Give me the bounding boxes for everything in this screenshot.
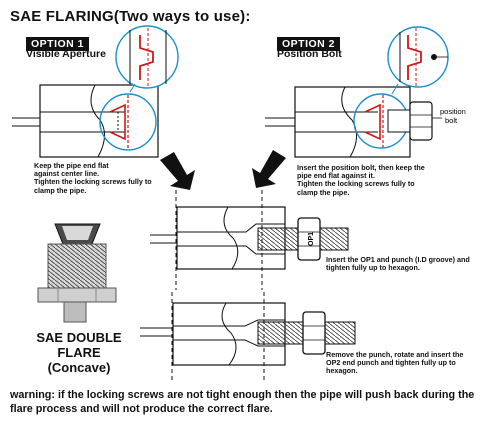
op1-punch-marking: OP1 [308,232,315,246]
flare-title: SAE DOUBLE FLARE [36,330,122,360]
op2-instructions: Remove the punch, rotate and insert the … [326,350,494,376]
option2-instruction-line: Insert the position bolt, then keep the [297,163,425,172]
option1-header: OPTION 1 [26,34,90,52]
position-bolt-label-line2: bolt [445,116,458,125]
option1-instruction-line: clamp the pipe. [34,185,87,195]
op1-punch [257,217,349,261]
option1-badge: OPTION 1 [26,37,90,51]
op1-instruction-line: Insert the OP1 and punch (I.D groove) an… [326,255,470,264]
option2-header: OPTION 2 [277,34,341,52]
option2-instructions: Insert the position bolt, then keep the … [297,163,467,197]
option1-instruction-line: Tighten the locking screws fully to [34,177,152,187]
page-title: SAE FLARING(Two ways to use): [10,8,251,25]
option2-subtitle: Position Bolt [277,48,342,60]
down-arrow-left [160,152,195,190]
op2-instruction-line: OP2 end punch and tighten fully up to [326,358,456,368]
option2-instruction-line: clamp the pipe. [297,187,350,197]
option2-badge: OPTION 2 [277,37,341,51]
flare-caption: SAE DOUBLE FLARE (Concave) [14,330,144,375]
option1-instructions: Keep the pipe end flat against center li… [34,161,184,195]
warning-text: warning: if the locking screws are not t… [10,389,475,415]
option2-tool-block [265,86,442,158]
op1-instruction-line: tighten fully up to hexagon. [326,263,420,273]
option1-instruction-line: Keep the pipe end flat [34,161,109,170]
op2-instruction-line: Remove the punch, rotate and insert the [326,350,464,359]
position-bolt-label-line1: position [440,107,466,116]
option2-instruction-line: Tighten the locking screws fully to [297,179,415,189]
op2-instruction-line: hexagon. [326,366,358,376]
option1-subtitle: Visible Aperture [26,48,106,60]
option1-zoom-callout [115,25,179,93]
option2-zoom-callout [387,26,449,95]
sae-double-flare-fitting [37,223,117,323]
option1-instruction-line: against center line. [34,169,100,179]
option2-instruction-line: pipe end flat against it. [297,171,375,181]
down-arrow-right [252,150,286,188]
op2-punch [257,311,356,355]
option1-tool-block [12,84,159,158]
op1-instructions: Insert the OP1 and punch (I.D groove) an… [326,255,494,273]
flare-subtitle: (Concave) [47,360,111,375]
